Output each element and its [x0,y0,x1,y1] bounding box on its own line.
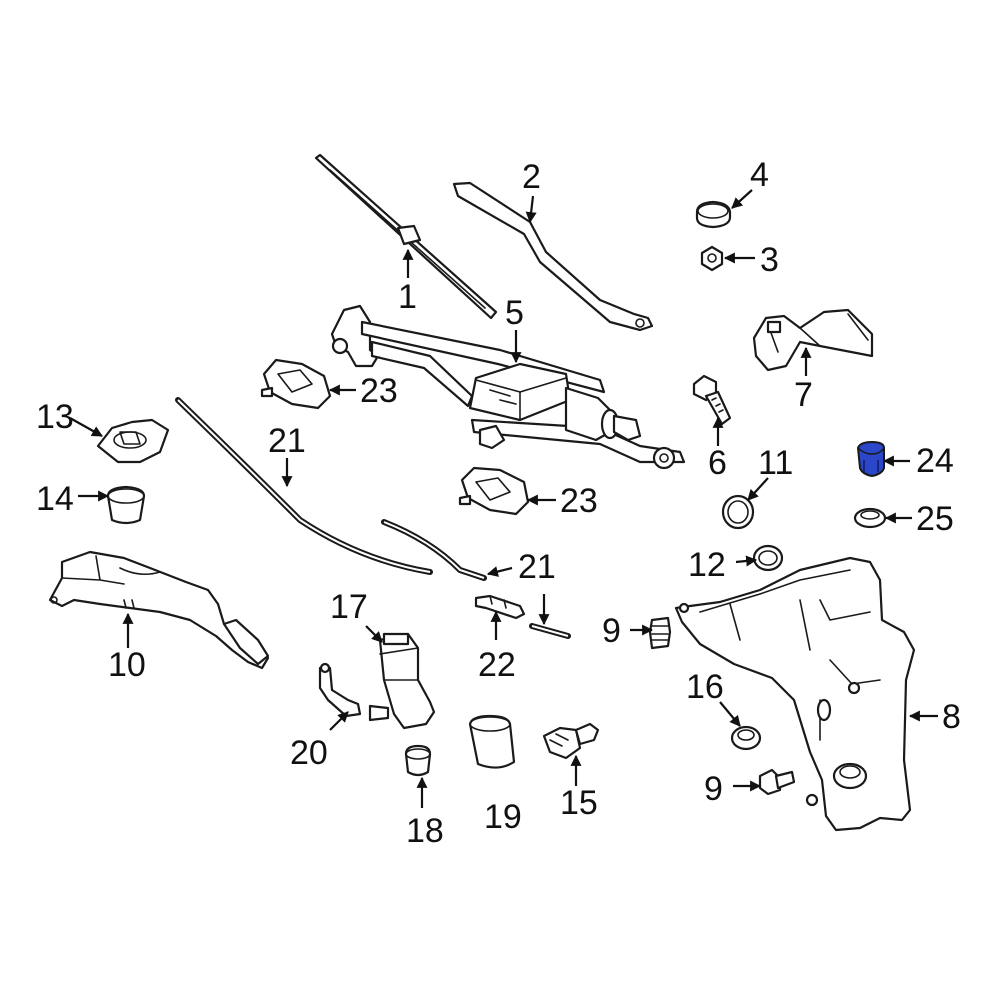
callout-15: 15 [560,784,598,822]
callout-4: 4 [750,156,769,194]
callout-20: 20 [290,734,328,772]
callout-6: 6 [708,444,727,482]
callout-18: 18 [406,812,444,850]
callout-9-lower: 9 [704,770,723,808]
callout-19: 19 [484,798,522,836]
callout-22: 22 [478,646,516,684]
callout-25: 25 [916,500,954,538]
part-bolt-9-lower[interactable] [758,768,796,796]
part-washer-reservoir[interactable] [674,556,916,832]
part-level-sensor[interactable] [542,722,600,760]
callout-14: 14 [36,480,74,518]
part-nut[interactable] [700,245,724,272]
part-sleeve[interactable] [106,485,146,525]
callout-2: 2 [522,158,541,196]
part-cap[interactable] [695,200,732,229]
part-bolt-9-upper[interactable] [648,616,672,650]
part-wiper-arm[interactable] [452,181,654,332]
callout-3: 3 [760,241,779,279]
callout-1: 1 [398,278,417,316]
callout-21-upper: 21 [268,422,306,460]
part-o-ring-11[interactable] [721,494,755,530]
callout-16: 16 [686,668,724,706]
callout-10: 10 [108,646,146,684]
leader-lines [69,189,938,808]
part-bolt-6[interactable] [692,374,732,426]
part-washer-hose-main[interactable] [175,397,433,575]
callout-5: 5 [505,294,524,332]
part-filler-seal[interactable] [96,418,170,464]
callout-21-lower: 21 [518,548,556,586]
callout-labels: 1 2 3 4 5 6 7 8 9 9 10 11 12 13 14 15 16… [36,156,961,850]
part-washer-nozzle-upper[interactable] [260,358,332,410]
part-grommet-25[interactable] [853,507,887,529]
callout-23-upper: 23 [360,372,398,410]
callout-17: 17 [330,588,368,626]
callout-24: 24 [916,442,954,480]
part-cowl-housing[interactable] [48,550,270,670]
part-hose-fitting[interactable] [318,662,362,718]
part-washer-pump[interactable] [368,632,436,730]
part-clip-nut-highlighted[interactable] [856,440,885,478]
callout-8: 8 [942,698,961,736]
part-o-ring-12[interactable] [752,544,784,572]
part-wiper-linkage-motor[interactable] [330,304,686,470]
callout-11: 11 [758,444,793,482]
part-filter[interactable] [468,714,516,769]
part-washer-hose-secondary[interactable] [381,519,487,581]
part-washer-nozzle-lower[interactable] [458,466,530,516]
callout-23-lower: 23 [560,482,598,520]
part-grommet-16[interactable] [730,725,762,751]
callout-7: 7 [794,376,813,414]
callout-9-upper: 9 [602,612,621,650]
callout-13: 13 [36,398,74,436]
part-pump-grommet[interactable] [404,744,432,777]
callout-12: 12 [688,546,726,584]
part-bracket[interactable] [752,308,874,372]
part-hose-short[interactable] [529,623,571,639]
part-hose-connector[interactable] [474,594,526,620]
part-wiper-blade[interactable] [314,153,498,320]
